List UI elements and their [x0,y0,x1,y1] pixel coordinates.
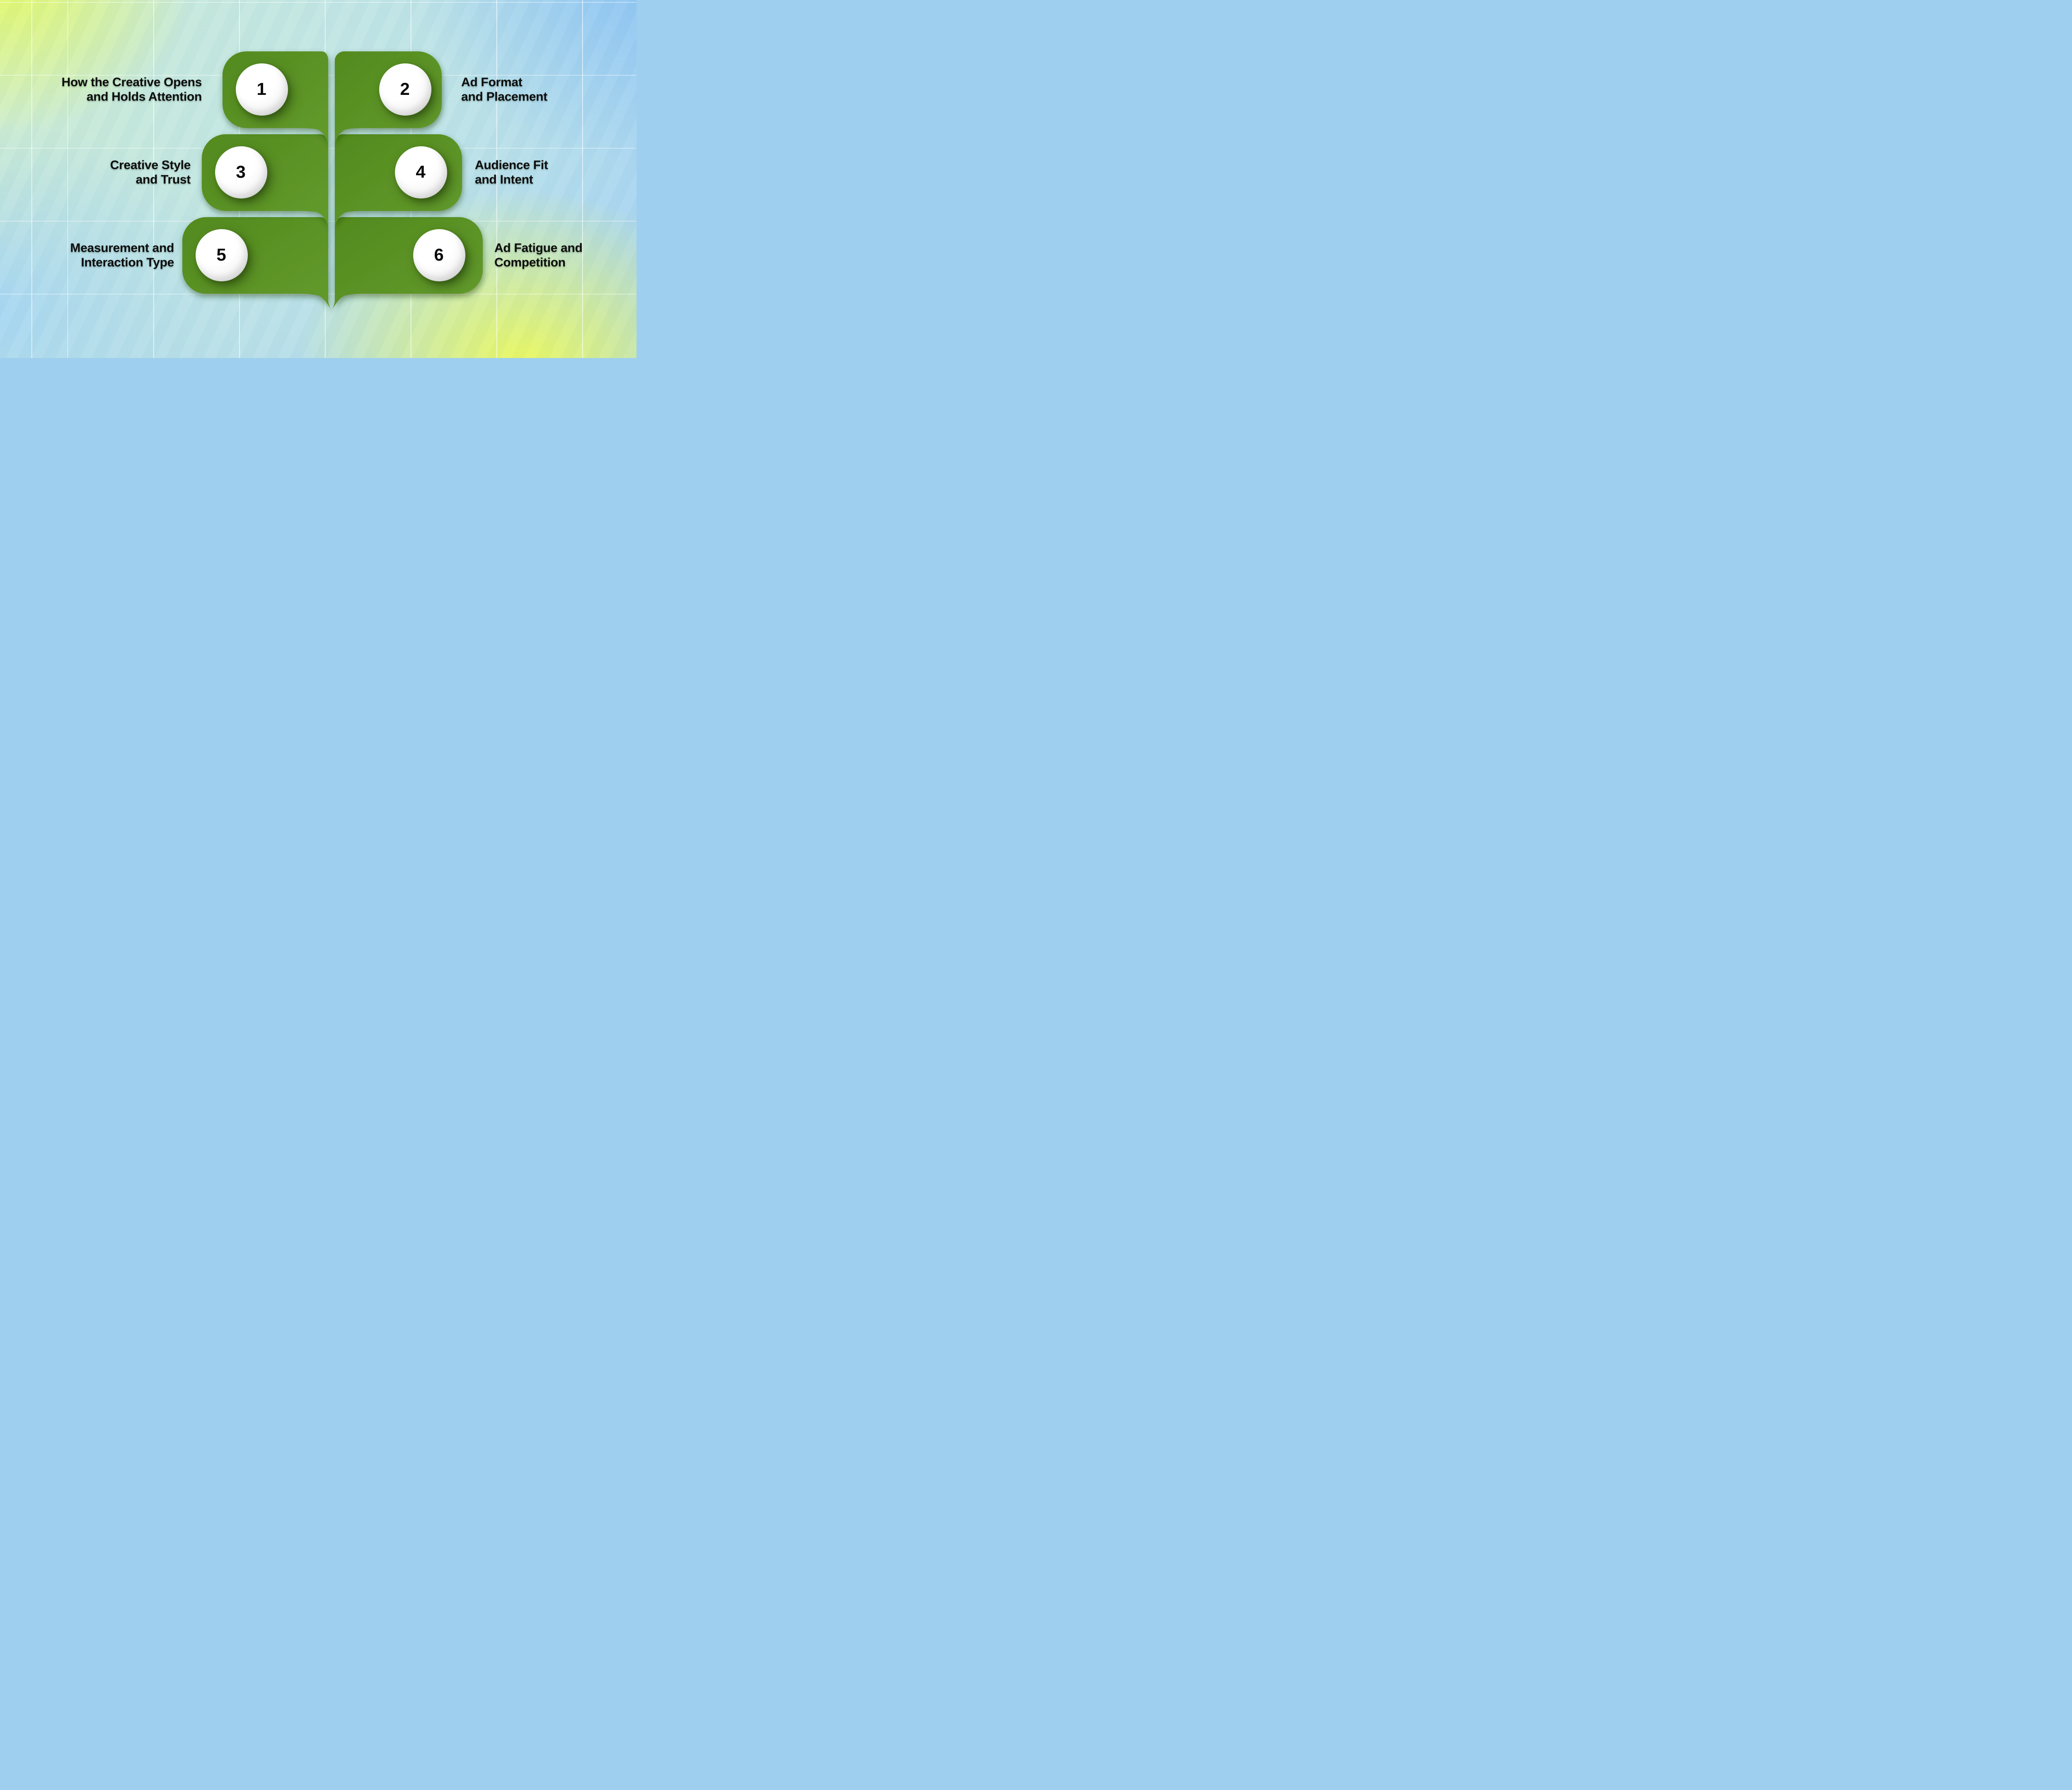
number-badge-6: 6 [413,229,465,281]
number-text-2: 2 [400,79,410,99]
label-line: Ad Fatigue and [494,241,583,255]
label-line: Audience Fit [475,158,548,172]
item-label-4: Audience Fit and Intent [475,158,548,187]
number-text-3: 3 [236,162,246,181]
number-text-1: 1 [257,79,266,99]
number-text-5: 5 [216,245,226,264]
item-label-3: Creative Style and Trust [110,158,191,187]
label-line: Competition [494,256,566,269]
label-line: Ad Format [461,75,523,89]
item-label-5: Measurement and Interaction Type [70,241,174,270]
label-line: and Holds Attention [86,90,202,104]
number-badge-3: 3 [215,146,267,198]
number-text-4: 4 [416,162,426,181]
label-line: and Intent [475,173,533,186]
number-text-6: 6 [434,245,444,264]
infographic-canvas: 1 2 3 4 5 6 How the Creative Opens and H… [0,0,637,358]
label-line: Creative Style [110,158,191,172]
label-line: Measurement and [70,241,174,255]
number-badge-1: 1 [236,63,288,116]
number-badge-4: 4 [395,146,447,198]
label-line: Interaction Type [81,256,174,269]
label-line: How the Creative Opens [61,75,202,89]
number-badge-5: 5 [196,229,248,281]
item-label-6: Ad Fatigue and Competition [494,241,583,270]
label-line: and Placement [461,90,547,104]
label-line: and Trust [136,173,191,186]
number-badge-2: 2 [379,63,431,116]
item-label-2: Ad Format and Placement [461,75,547,104]
item-label-1: How the Creative Opens and Holds Attenti… [62,75,202,104]
